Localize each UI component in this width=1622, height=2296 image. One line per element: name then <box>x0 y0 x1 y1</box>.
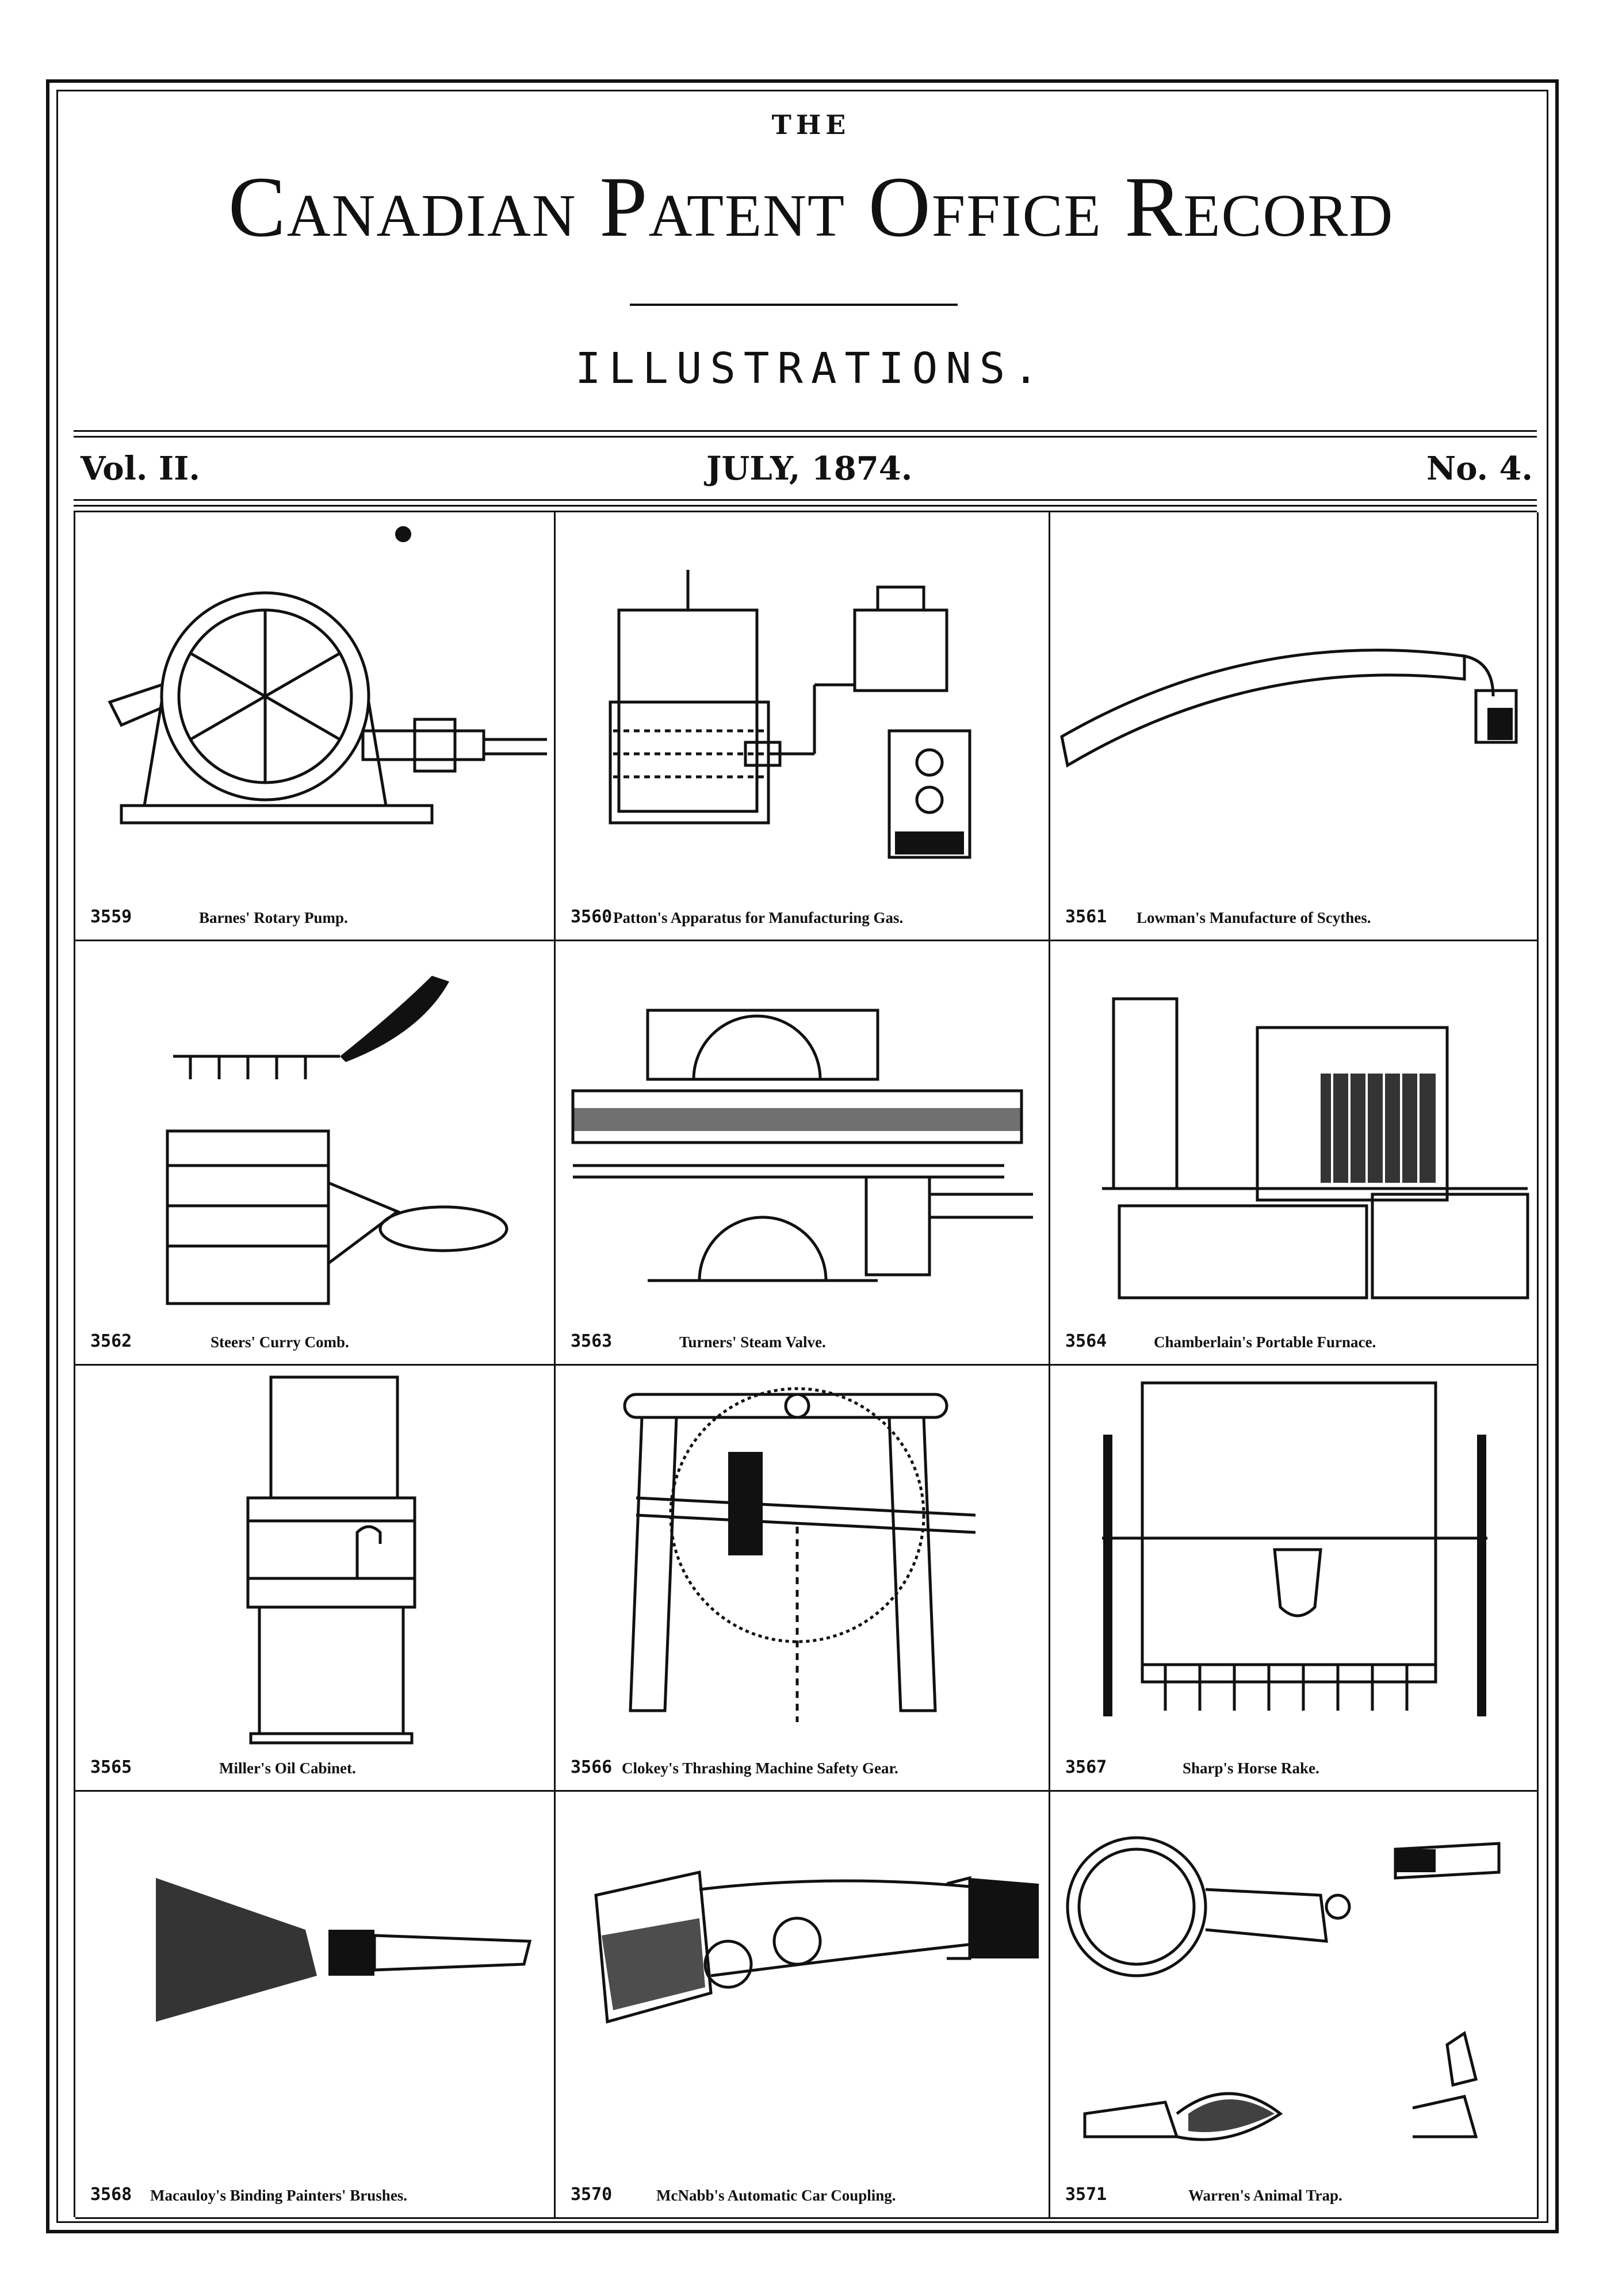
patent-cell-3559: 3559 Barnes' Rotary Pump. <box>75 512 556 941</box>
oil-cabinet-illustration <box>246 1375 416 1745</box>
patent-title: Macauloy's Binding Painters' Brushes. <box>150 2187 408 2204</box>
patent-number: 3570 <box>571 2184 613 2205</box>
page-inner-border <box>56 90 1548 2223</box>
patent-title: Patton's Apparatus for Manufacturing Gas… <box>613 909 904 926</box>
page-outer-border <box>46 79 1559 2233</box>
masthead-rule <box>630 304 958 306</box>
patent-number: 3565 <box>90 1757 132 1777</box>
patent-number: 3563 <box>571 1331 613 1351</box>
rotary-pump-illustration <box>108 526 547 825</box>
patent-cell-3562: 3562 Steers' Curry Comb. <box>75 941 556 1366</box>
patent-cell-3570: 3570 McNabb's Automatic Car Coupling. <box>556 1792 1050 2219</box>
masthead-title: Canadian Patent Office Record <box>228 159 1394 255</box>
patent-cell-3560: 3560 Patton's Apparatus for Manufacturin… <box>556 512 1050 941</box>
patent-number: 3564 <box>1065 1331 1107 1351</box>
volume-label: Vol. II. <box>81 450 200 488</box>
patent-cell-3571: 3571 Warren's Animal Trap. <box>1050 1792 1539 2219</box>
patent-cell-3567: 3567 Sharp's Horse Rake. <box>1050 1366 1539 1792</box>
patent-title: Barnes' Rotary Pump. <box>199 909 348 926</box>
patent-cell-3565: 3565 Miller's Oil Cabinet. <box>75 1366 556 1792</box>
patent-number: 3560 <box>571 907 613 927</box>
portable-furnace-illustration <box>1102 997 1529 1300</box>
patent-cell-3561: 3561 Lowman's Manufacture of Scythes. <box>1050 512 1539 941</box>
gas-apparatus-illustration <box>609 570 971 859</box>
steam-valve-illustration <box>571 1009 1033 1282</box>
painters-brush-illustration <box>156 1878 532 2022</box>
illustration-grid: 3559 Barnes' Rotary Pump. 3560 Patton's … <box>74 511 1539 2219</box>
patent-cell-3564: 3564 Chamberlain's Portable Furnace. <box>1050 941 1539 1366</box>
patent-title: Sharp's Horse Rake. <box>1183 1760 1319 1777</box>
patent-number: 3566 <box>571 1757 613 1777</box>
patent-title: Chamberlain's Portable Furnace. <box>1154 1333 1376 1351</box>
patent-number: 3562 <box>90 1331 132 1351</box>
patent-title: Warren's Animal Trap. <box>1188 2187 1342 2204</box>
patent-title: Miller's Oil Cabinet. <box>219 1760 356 1777</box>
header-rule-top <box>74 430 1537 432</box>
masthead-article: THE <box>771 109 851 140</box>
curry-comb-illustration <box>166 976 508 1305</box>
issue-number: No. 4. <box>1426 450 1533 488</box>
patent-number: 3571 <box>1065 2184 1107 2205</box>
patent-cell-3563: 3563 Turners' Steam Valve. <box>556 941 1050 1366</box>
patent-title: Lowman's Manufacture of Scythes. <box>1137 909 1371 926</box>
masthead-subtitle: ILLUSTRATIONS. <box>575 344 1047 393</box>
horse-rake-illustration <box>1102 1381 1487 1716</box>
patent-cell-3566: 3566 Clokey's Thrashing Machine Safety G… <box>556 1366 1050 1792</box>
patent-cell-3568: 3568 Macauloy's Binding Painters' Brushe… <box>75 1792 556 2219</box>
header-rule-bottom-2 <box>74 505 1537 507</box>
header-rule-bottom <box>74 499 1537 501</box>
patent-title: Clokey's Thrashing Machine Safety Gear. <box>622 1760 898 1777</box>
patent-number: 3561 <box>1065 907 1107 927</box>
scythe-illustration <box>1060 649 1518 768</box>
issue-date: JULY, 1874. <box>706 450 913 488</box>
animal-trap-illustration <box>1066 1836 1501 2141</box>
patent-title: McNabb's Automatic Car Coupling. <box>656 2187 896 2204</box>
patent-title: Steers' Curry Comb. <box>211 1333 349 1351</box>
patent-number: 3559 <box>90 907 132 927</box>
patent-number: 3568 <box>90 2184 132 2205</box>
header-rule-top-2 <box>74 436 1537 438</box>
car-coupling-illustration <box>594 1870 1039 2024</box>
patent-number: 3567 <box>1065 1757 1107 1777</box>
thrashing-safety-gear-illustration <box>623 1387 976 1722</box>
patent-title: Turners' Steam Valve. <box>679 1333 826 1351</box>
